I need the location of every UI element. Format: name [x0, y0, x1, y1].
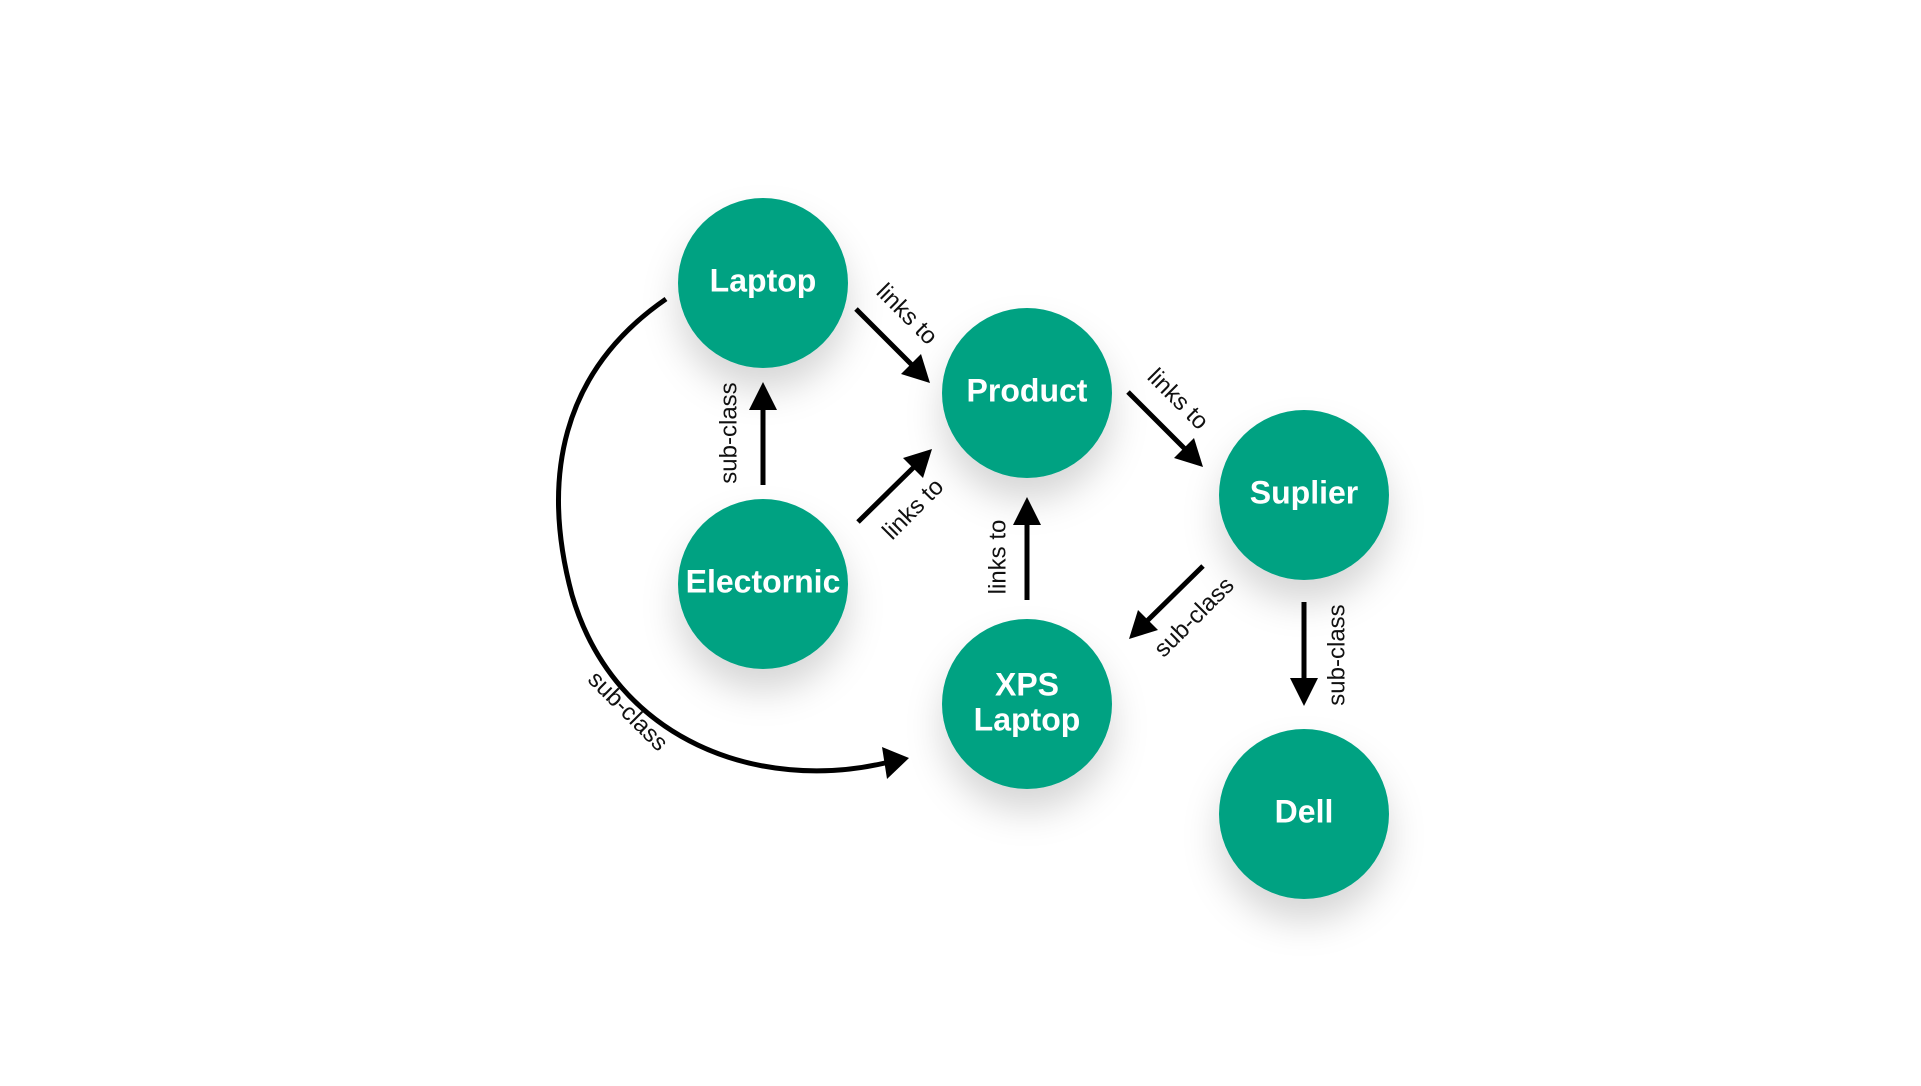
node-electronic[interactable]: Electornic [678, 499, 848, 669]
edge-suplier-to-dell [1290, 602, 1318, 706]
edge-label-text: sub-class [1323, 604, 1350, 705]
edge-product-to-suplier [1126, 390, 1203, 467]
node-suplier[interactable]: Suplier [1219, 410, 1389, 580]
node-label-line2: Laptop [974, 701, 1081, 737]
node-dell[interactable]: Dell [1219, 729, 1389, 899]
edge-label-product-to-suplier: links to [1142, 363, 1214, 435]
edge-label-text: links to [877, 473, 949, 545]
edge-suplier-to-xps [1129, 564, 1205, 639]
edge-label-text: links to [1142, 363, 1214, 435]
node-label: Dell [1275, 793, 1334, 829]
node-product[interactable]: Product [942, 308, 1112, 478]
edge-label-suplier-to-dell: sub-class [1323, 604, 1350, 705]
edge-label-text: sub-class [1149, 572, 1240, 663]
edge-electronic-to-product [856, 449, 932, 524]
edge-label-text: sub-class [715, 382, 742, 483]
node-label-line1: XPS [995, 666, 1059, 702]
edge-electronic-to-laptop [749, 382, 777, 485]
node-label: Electornic [686, 563, 841, 599]
edge-label-text: links to [871, 278, 943, 350]
edge-laptop-to-product [854, 307, 930, 383]
edge-label-text: sub-class [582, 666, 673, 757]
edge-label-suplier-to-xps: sub-class [1149, 572, 1240, 663]
edge-label-laptop-to-product: links to [871, 278, 943, 350]
node-xps-laptop[interactable]: XPS Laptop [942, 619, 1112, 789]
edge-label-laptop-to-xps: sub-class [582, 666, 673, 757]
edge-label-electronic-to-laptop: sub-class [715, 382, 742, 483]
edge-label-electronic-to-product: links to [877, 473, 949, 545]
node-label: Laptop [710, 262, 817, 298]
edge-laptop-to-xps [556, 296, 909, 779]
node-label: Product [967, 372, 1088, 408]
edge-label-xps-to-product: links to [984, 520, 1011, 595]
edge-label-text: links to [984, 520, 1011, 595]
edge-xps-to-product [1013, 497, 1041, 600]
node-label: Suplier [1250, 474, 1358, 510]
node-laptop[interactable]: Laptop [678, 198, 848, 368]
